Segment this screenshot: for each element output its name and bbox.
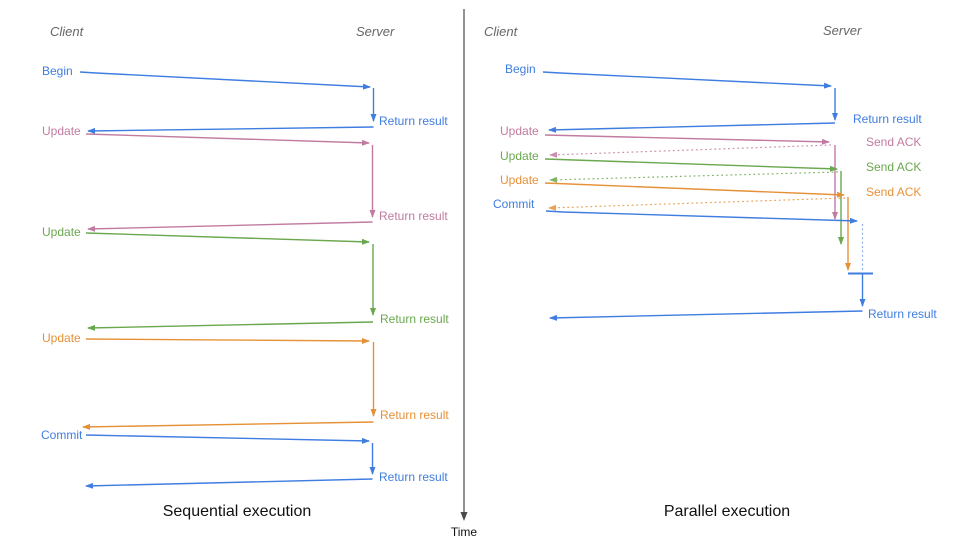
ack-dotted-line	[549, 171, 839, 183]
commit-request-label: Commit	[493, 197, 535, 211]
server-lifeline-label: Server	[823, 23, 862, 38]
client-lifeline-label: Client	[50, 24, 84, 39]
parallel-caption: Parallel execution	[663, 503, 791, 520]
send-ack-label: Send ACK	[866, 135, 922, 149]
return-result-label: Return result	[379, 470, 448, 484]
parallel-commit-flow	[545, 210, 873, 321]
parallel-begin-flow	[542, 71, 838, 133]
return-result-label: Return result	[868, 307, 937, 321]
update-send-line	[544, 134, 830, 145]
return-result-label: Return result	[380, 312, 449, 326]
return-result-line	[548, 122, 836, 133]
server-lifeline-label: Server	[356, 24, 395, 39]
sequential-update1-flow	[85, 133, 376, 232]
return-result-line	[87, 126, 374, 134]
begin-request-label: Begin	[42, 64, 73, 78]
sequential-update2-flow	[85, 232, 376, 331]
return-result-label: Return result	[853, 112, 922, 126]
update-request-label: Update	[500, 173, 539, 187]
update-send-line	[544, 158, 838, 172]
sequential-caption: Sequential execution	[162, 503, 312, 520]
begin-request-label: Begin	[505, 62, 536, 76]
sequential-begin-flow	[79, 71, 377, 134]
update-send-line	[85, 232, 370, 245]
update-send-line	[85, 133, 370, 146]
parallel-update3-flow	[544, 182, 851, 271]
update-send-line	[544, 182, 845, 198]
send-ack-label: Send ACK	[866, 160, 922, 174]
return-result-label: Return result	[379, 114, 448, 128]
commit-send-line	[85, 434, 370, 444]
update-request-label: Update	[500, 124, 539, 138]
begin-send-line	[79, 71, 371, 90]
parallel-update2-flow	[544, 158, 844, 245]
time-axis-label: Time	[450, 525, 478, 539]
return-result-line	[82, 421, 374, 430]
update-request-label: Update	[42, 124, 81, 138]
begin-send-line	[542, 71, 832, 89]
commit-request-label: Commit	[41, 428, 83, 442]
sequential-update3-flow	[82, 337, 377, 430]
return-result-line	[85, 478, 373, 489]
client-lifeline-label: Client	[484, 24, 518, 39]
update-request-label: Update	[42, 225, 81, 239]
send-ack-label: Send ACK	[866, 185, 922, 199]
return-result-label: Return result	[379, 209, 448, 223]
sequential-commit-flow	[85, 434, 376, 489]
return-result-line	[549, 310, 863, 321]
commit-send-line	[545, 210, 858, 224]
update-request-label: Update	[500, 149, 539, 163]
return-result-label: Return result	[380, 408, 449, 422]
return-result-line	[87, 321, 374, 331]
update-send-line	[85, 337, 370, 344]
ack-dotted-line	[549, 144, 832, 158]
parallel-update1-flow	[544, 134, 838, 220]
ack-dotted-line	[548, 197, 846, 211]
return-result-line	[87, 221, 373, 232]
update-request-label: Update	[42, 331, 81, 345]
